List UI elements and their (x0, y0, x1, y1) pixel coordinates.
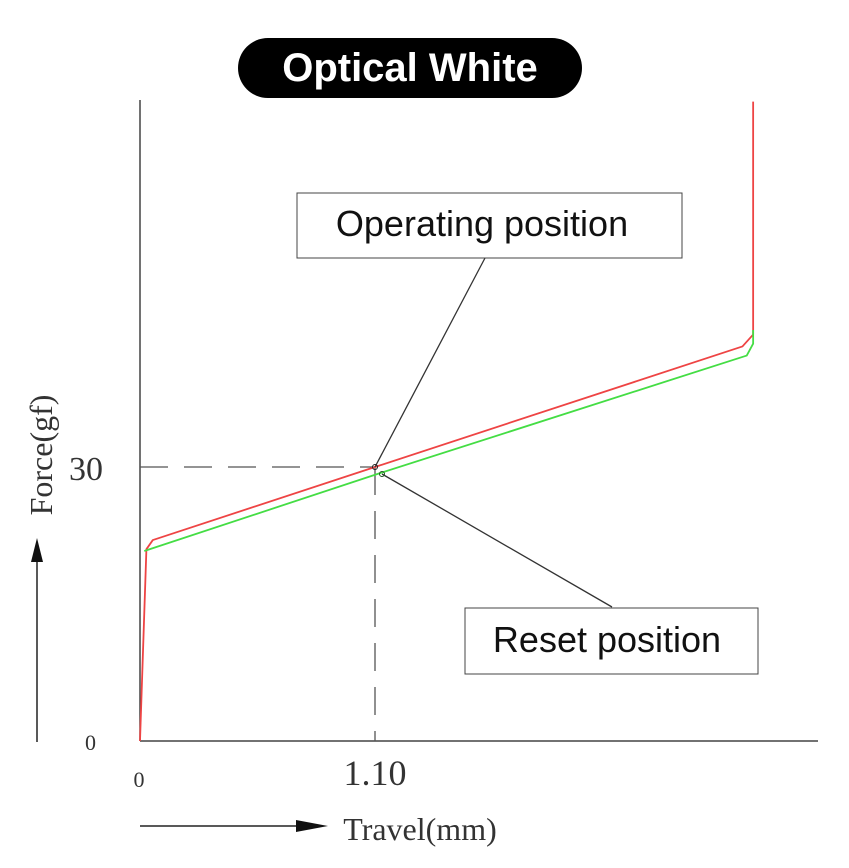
x-arrow-icon (296, 820, 328, 832)
y-arrow-icon (31, 538, 43, 562)
y-tick-label: 0 (85, 730, 96, 755)
series-line-release (143, 330, 755, 552)
reset-leader (381, 473, 613, 608)
y-tick-label: 30 (69, 451, 103, 488)
reset-point (379, 471, 385, 477)
x-tick-label: 0 (134, 767, 145, 792)
operating-point (372, 464, 378, 470)
reset-box (464, 607, 759, 675)
x-tick-label: 1.10 (344, 753, 407, 793)
x-axis-label: Travel(mm) (343, 811, 496, 847)
operating-label: Operating position (336, 203, 628, 244)
y-axis-label: Force(gf) (23, 395, 59, 516)
operating-box (296, 192, 683, 259)
operating-leader (374, 257, 486, 468)
reset-label: Reset position (493, 619, 721, 660)
chart-title: Optical White (238, 38, 582, 98)
